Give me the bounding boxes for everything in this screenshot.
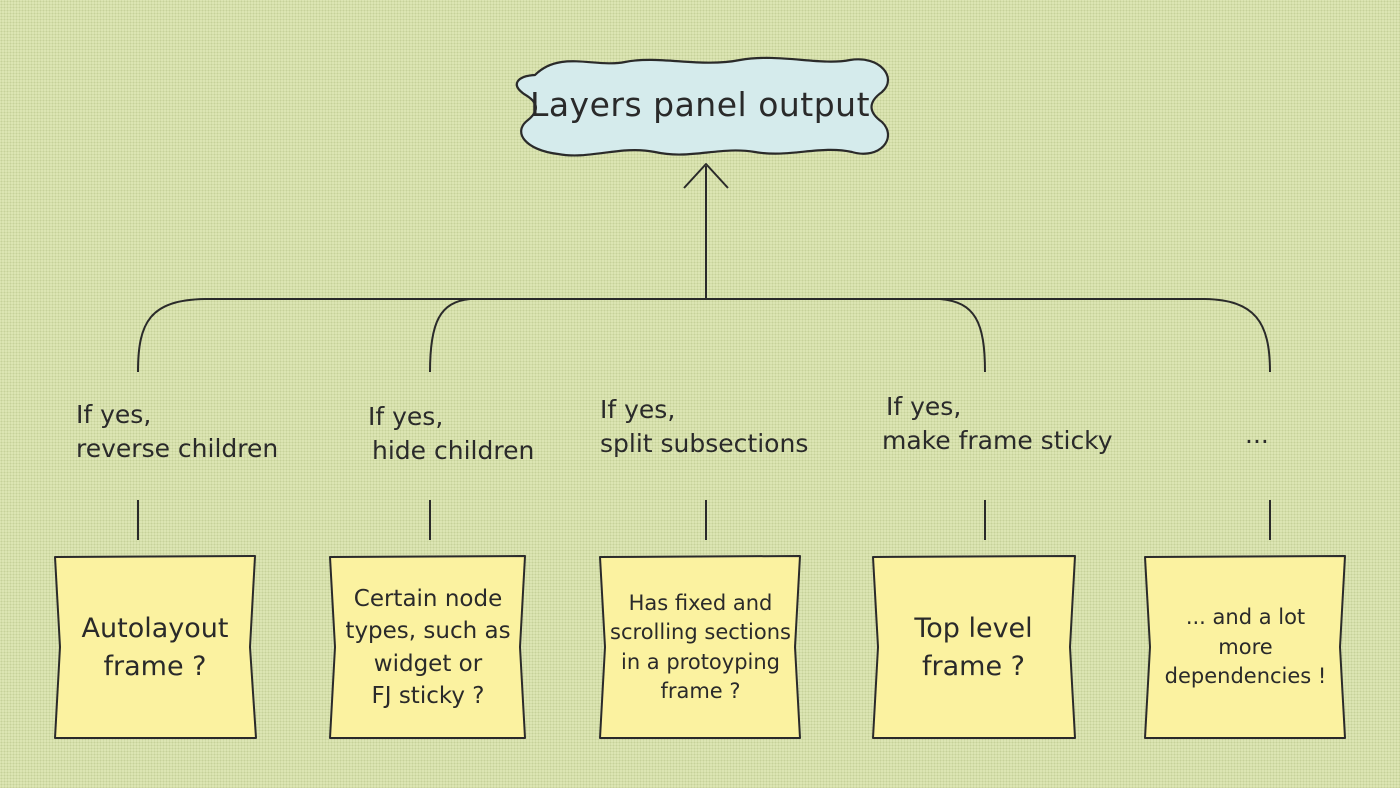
branch-action-2: If yes, hide children [368,400,534,468]
condition-line: scrolling sections [610,620,791,645]
branch-action-4: If yes, make frame sticky [882,390,1113,458]
condition-line: more [1218,634,1273,659]
condition-line: ... and a lot [1185,605,1306,630]
branch-bracket [137,298,1271,373]
condition-note-2: Certain node types, such as widget or FJ… [333,560,523,735]
condition-line: frame ? [922,650,1025,682]
condition-line: widget or [373,650,483,677]
condition-line: Certain node [353,586,503,613]
sticky-note-2 [329,555,526,739]
branch-action-line: If yes, [368,402,444,431]
condition-line: types, such as [345,618,511,645]
sticky-note-5 [1144,555,1346,739]
sticky-note-1 [54,555,257,739]
condition-note-1: Autolayout frame ? [60,560,250,735]
branch-action-5: ... [1245,418,1269,452]
condition-line: in a protoyping [620,649,781,674]
condition-line: frame ? [103,650,207,682]
branch-action-line: If yes, [600,395,676,424]
root-node-label: Layers panel output [529,84,871,124]
branch-action-1: If yes, reverse children [76,398,278,466]
branch-action-line: ... [1245,420,1269,449]
branch-action-line: If yes, [76,400,152,429]
condition-note-3: Has fixed and scrolling sections in a pr… [603,560,798,735]
sticky-note-4 [872,555,1076,739]
cloud-shape [515,56,889,157]
branch-action-line: reverse children [76,433,279,463]
branch-action-line: If yes, [886,392,962,421]
branch-action-line: make frame sticky [882,425,1113,455]
branch-curve-4 [939,298,986,373]
branch-action-line: hide children [372,435,535,465]
condition-line: Autolayout [81,612,229,644]
condition-note-5: ... and a lot more dependencies ! [1148,560,1343,735]
branch-curve-2 [429,298,471,373]
branch-action-line: split subsections [600,428,809,458]
condition-line: Has fixed and [628,590,773,615]
condition-line: FJ sticky ? [371,682,485,709]
condition-line: Top level [914,612,1033,644]
arrow-head [683,163,729,189]
branch-action-3: If yes, split subsections [600,393,808,461]
condition-line: dependencies ! [1164,664,1327,689]
sticky-note-3 [599,555,801,739]
condition-note-4: Top level frame ? [877,560,1070,735]
condition-line: frame ? [660,678,741,703]
